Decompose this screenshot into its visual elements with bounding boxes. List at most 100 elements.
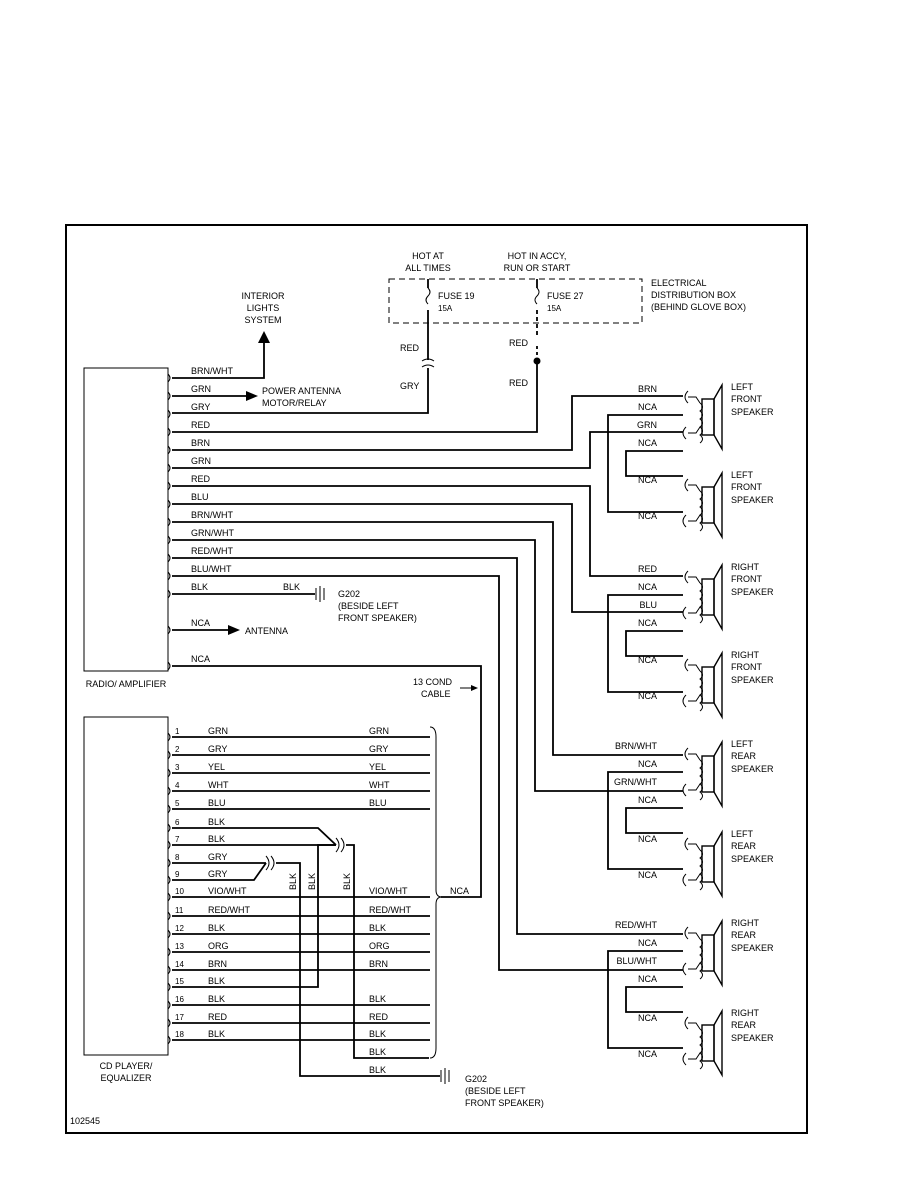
cd-pin-right-label: RED xyxy=(369,1012,389,1022)
speaker-label: SPEAKER xyxy=(731,943,774,953)
radio-wire-label: GRN xyxy=(191,456,211,466)
g202-top-3: FRONT SPEAKER) xyxy=(338,613,417,623)
cd-pin-color: BLK xyxy=(208,923,225,933)
speaker-wire-label: NCA xyxy=(638,1013,657,1023)
speaker-label: LEFT xyxy=(731,470,754,480)
cd-pin-color: BLK xyxy=(208,834,225,844)
blk-6-7-splice xyxy=(172,827,337,846)
cd-pin-number: 14 xyxy=(175,960,184,969)
connector-tick xyxy=(167,661,171,671)
wire-red-wht xyxy=(172,557,683,935)
wire-brn xyxy=(172,395,683,451)
cd-pin-number: 10 xyxy=(175,887,184,896)
cd-pin-right-label: BRN xyxy=(369,959,388,969)
wire-blu xyxy=(172,503,683,613)
speaker-label: RIGHT xyxy=(731,1008,760,1018)
cd-connector-tick xyxy=(167,1035,171,1045)
speaker-wire-label: RED/WHT xyxy=(615,920,657,930)
hot-accy-2: RUN OR START xyxy=(504,263,571,273)
radio-amplifier-box xyxy=(83,367,169,672)
cd-pin-right-label: GRN xyxy=(369,726,389,736)
speaker-wire-label: NCA xyxy=(638,1049,657,1059)
cd-pin-right-label: ORG xyxy=(369,941,390,951)
speaker-wire-label: NCA xyxy=(638,691,657,701)
brn-wht-to-interior xyxy=(172,342,265,379)
fuse27-icon xyxy=(534,287,540,305)
cd-pin-number: 16 xyxy=(175,995,184,1004)
cd-pin-color: GRY xyxy=(208,744,227,754)
splice-c3-icon xyxy=(265,855,275,871)
cd-pin-color: BRN xyxy=(208,959,227,969)
cd-blk-extra-2: BLK xyxy=(369,1065,386,1075)
vblk-1: BLK xyxy=(288,873,298,890)
box-label-3: (BEHIND GLOVE BOX) xyxy=(651,302,746,312)
speaker-wire-label: NCA xyxy=(638,759,657,769)
speaker-label: LEFT xyxy=(731,382,754,392)
fuse27-red-label-1: RED xyxy=(509,338,529,348)
radio-connector-ticks xyxy=(167,373,171,671)
cd-bundle-brace xyxy=(429,726,443,1059)
cd-connector-tick xyxy=(167,875,171,885)
wire-grn xyxy=(172,431,683,469)
wire-blu-wht xyxy=(172,575,683,971)
box-label-2: DISTRIBUTION BOX xyxy=(651,290,736,300)
antenna-label: ANTENNA xyxy=(245,626,288,636)
hot-at-2: ALL TIMES xyxy=(405,263,451,273)
cd-pin-number: 18 xyxy=(175,1030,184,1039)
cd-pin-number: 3 xyxy=(175,763,180,772)
cable-arrow-icon xyxy=(471,685,478,691)
fuse19-icon xyxy=(425,287,431,305)
cd-pin-right-label: GRY xyxy=(369,744,388,754)
speaker-wire-label: GRN xyxy=(637,420,657,430)
radio-wire-label: BLK xyxy=(191,582,208,592)
speaker-label: SPEAKER xyxy=(731,854,774,864)
interior-label-3: SYSTEM xyxy=(244,315,281,325)
red-wire-to-radio xyxy=(172,361,538,433)
cd-pin-number: 6 xyxy=(175,818,180,827)
speaker-icon xyxy=(682,739,723,809)
cd-connector-tick xyxy=(167,858,171,868)
speaker-label: SPEAKER xyxy=(731,764,774,774)
speaker-link-wire xyxy=(607,771,683,870)
connector-tick xyxy=(167,625,171,635)
speaker-label: LEFT xyxy=(731,739,754,749)
speaker-label: FRONT xyxy=(731,574,762,584)
cd-pin-number: 4 xyxy=(175,781,180,790)
g202-bottom-1: G202 xyxy=(465,1074,487,1084)
speaker-wire-label: NCA xyxy=(638,795,657,805)
fuse19-red-label: RED xyxy=(400,343,420,353)
cd-pin-right-label: BLK xyxy=(369,1029,386,1039)
blk-to-bottom-ground xyxy=(276,862,440,1077)
speaker-icon xyxy=(682,650,723,720)
speaker-wire-label: BRN xyxy=(638,384,657,394)
cd-pin-color: BLK xyxy=(208,976,225,986)
speaker-wire-label: RED xyxy=(638,564,658,574)
cd-pin-number: 7 xyxy=(175,835,180,844)
cd-connector-tick xyxy=(167,965,171,975)
cd-pin-right-label: BLK xyxy=(369,994,386,1004)
radio-wire-label: RED/WHT xyxy=(191,546,233,556)
connector-tick xyxy=(167,445,171,455)
cd-label-1: CD PLAYER/ xyxy=(100,1061,153,1071)
cd-pin-number: 15 xyxy=(175,977,184,986)
ground-top-icon xyxy=(315,586,325,602)
speaker-label: SPEAKER xyxy=(731,495,774,505)
cd-pin-color: VIO/WHT xyxy=(208,886,247,896)
cd-pin-number: 8 xyxy=(175,853,180,862)
speaker-wire-label: NCA xyxy=(638,938,657,948)
wire-grn-wht xyxy=(172,539,683,792)
radio-wire-label: BRN/WHT xyxy=(191,510,233,520)
radio-wire-label: BRN/WHT xyxy=(191,366,233,376)
radio-wire-label: BRN xyxy=(191,438,210,448)
cd-connector-tick xyxy=(167,840,171,850)
radio-wire-label: GRN xyxy=(191,384,211,394)
cd-pin-right-label: WHT xyxy=(369,780,390,790)
cd-connector-tick xyxy=(167,1018,171,1028)
cd-pin-color: BLK xyxy=(208,1029,225,1039)
cd-connector-tick xyxy=(167,911,171,921)
cd-connector-tick xyxy=(167,892,171,902)
diagram-id: 102545 xyxy=(70,1116,100,1126)
radio-wire-label: GRY xyxy=(191,402,210,412)
speaker-label: RIGHT xyxy=(731,918,760,928)
